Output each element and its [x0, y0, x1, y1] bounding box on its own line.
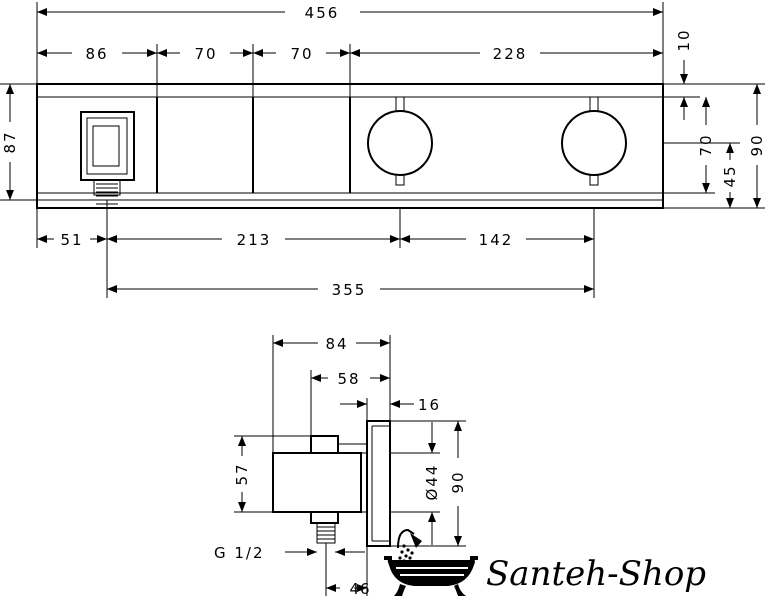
dim-right-center-height: 45	[721, 164, 739, 187]
dim-right-outer-height: 90	[748, 133, 766, 156]
dim-segment-4: 228	[493, 45, 528, 63]
dim-side-outlet-depth: 46	[349, 580, 370, 598]
dim-side-depth-total: 84	[325, 335, 348, 353]
front-view: 456 86 70 70 228 10 70 45	[0, 2, 766, 299]
dim-segment-2: 70	[194, 45, 217, 63]
dim-segment-3: 70	[290, 45, 313, 63]
wall-plate-outline	[366, 420, 391, 547]
dim-segment-1: 86	[85, 45, 108, 63]
dim-overall-width: 456	[305, 4, 340, 22]
hose-connector-icon	[80, 111, 135, 205]
dim-side-body-height: 57	[233, 462, 251, 485]
brand-name: Santeh-Shop	[486, 554, 706, 594]
dim-overall-height: 87	[1, 130, 19, 153]
dim-side-plate-thickness: 16	[418, 396, 441, 414]
dim-bottom-right: 142	[479, 231, 514, 249]
dim-top-offset: 10	[675, 28, 693, 51]
thermostat-knob-icon	[367, 96, 433, 186]
dim-side-diameter: Ø44	[423, 464, 441, 501]
dim-bottom-middle: 213	[237, 231, 272, 249]
dim-side-plate-height: 90	[449, 470, 467, 493]
dim-side-thread: G 1/2	[214, 544, 265, 562]
volume-knob-icon	[561, 96, 627, 186]
bathtub-logo-icon	[384, 528, 478, 596]
dim-bottom-left: 51	[60, 231, 83, 249]
side-view: 84 58 16 57 Ø44 90 G 1/2	[214, 335, 467, 598]
connector-body-icon	[272, 435, 367, 544]
dim-bottom-overall: 355	[332, 281, 367, 299]
dim-right-inner-height: 70	[697, 133, 715, 156]
dim-side-depth-body: 58	[337, 370, 360, 388]
